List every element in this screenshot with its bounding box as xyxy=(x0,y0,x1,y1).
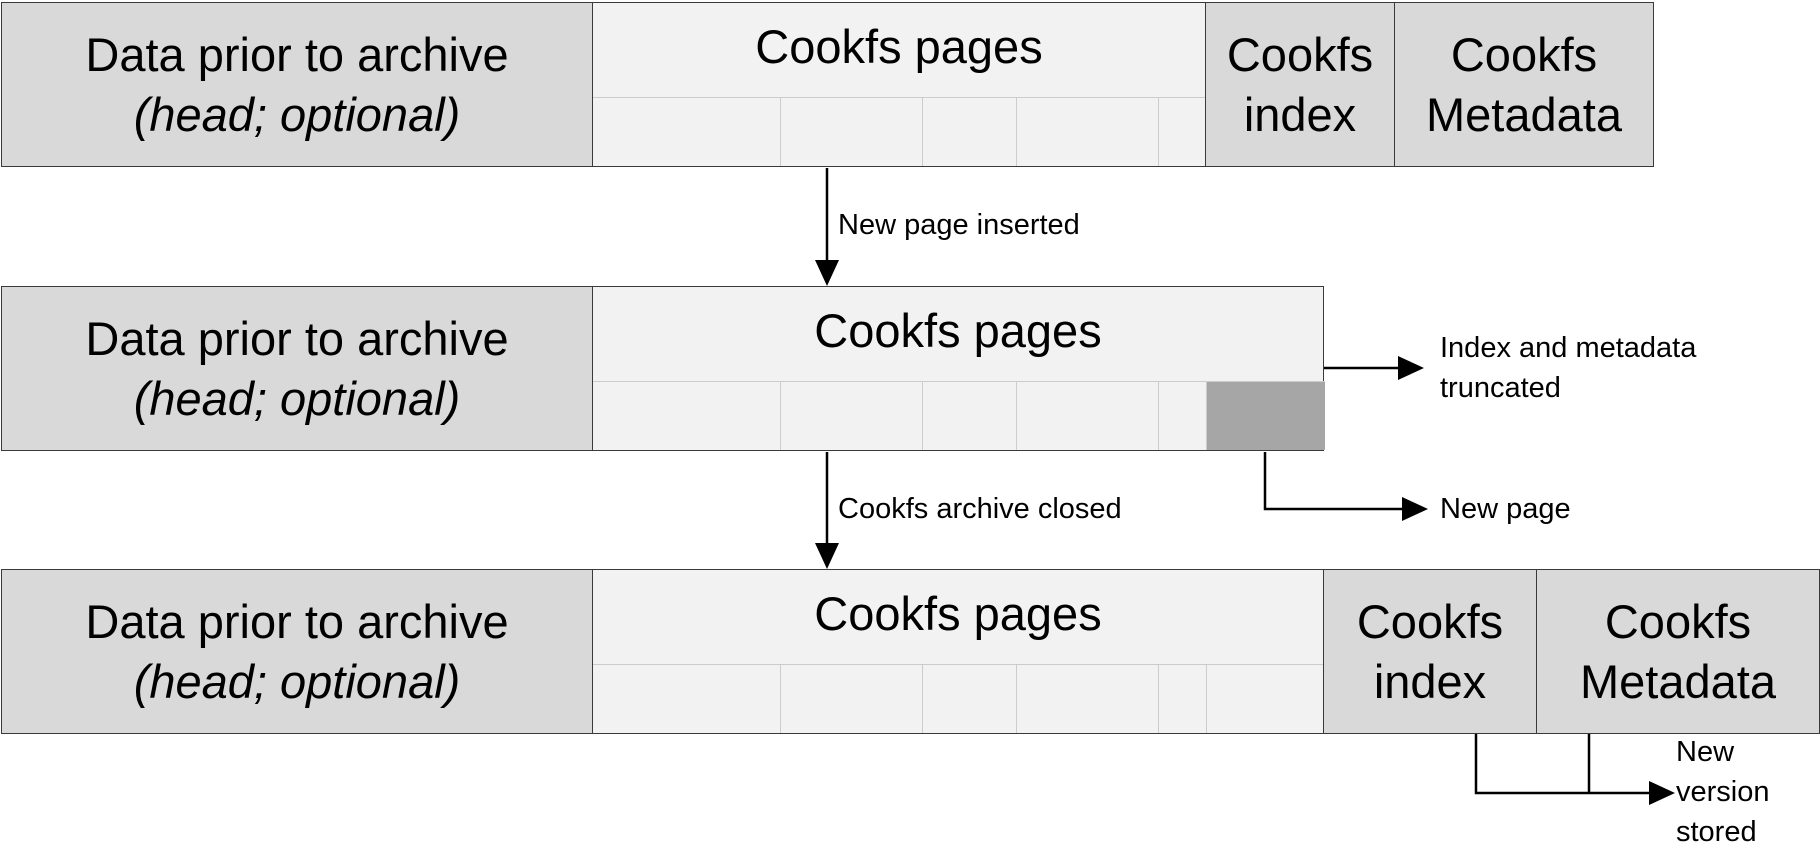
new-version-arrow xyxy=(1474,734,1675,805)
row2-head-title: Data prior to archive xyxy=(85,311,509,365)
truncated-label-line2: truncated xyxy=(1440,372,1561,404)
row2-head-subtitle: (head; optional) xyxy=(133,371,461,425)
row3-head-subtitle: (head; optional) xyxy=(133,654,461,708)
row3-page-cell xyxy=(1017,664,1159,733)
row2-pages-title: Cookfs pages xyxy=(814,304,1102,357)
row1-metadata-label-line1: Cookfs xyxy=(1450,27,1598,81)
row1-pages-block: Cookfs pages xyxy=(592,2,1207,167)
new-version-label-line3: stored xyxy=(1676,816,1757,848)
row2-page-cell xyxy=(1159,381,1207,450)
archive-closed-label: Cookfs archive closed xyxy=(838,493,1122,525)
row1-head-block: Data prior to archive (head; optional) xyxy=(1,2,593,167)
row3-head-title: Data prior to archive xyxy=(85,594,509,648)
row2-page-cell xyxy=(781,381,923,450)
row3-index-block: Cookfs index xyxy=(1323,569,1537,734)
row3-index-label-line1: Cookfs xyxy=(1356,594,1504,648)
truncated-arrow xyxy=(1324,356,1424,380)
row1-page-cell xyxy=(923,97,1017,166)
row3-metadata-label-line2: Metadata xyxy=(1580,654,1776,708)
row3-pages-title: Cookfs pages xyxy=(814,587,1102,640)
row1-page-cell xyxy=(593,97,781,166)
row1-index-label-line2: index xyxy=(1243,87,1357,141)
row3-page-cell xyxy=(1159,664,1207,733)
row1-metadata-block: Cookfs Metadata xyxy=(1394,2,1654,167)
row3-page-cell xyxy=(593,664,781,733)
truncated-label-line1: Index and metadata xyxy=(1440,332,1697,364)
row3-page-cell xyxy=(1207,664,1325,733)
row3-pages-block: Cookfs pages xyxy=(592,569,1325,734)
new-page-arrow xyxy=(1263,452,1428,521)
row1-head-title: Data prior to archive xyxy=(85,27,509,81)
row2-page-cell xyxy=(923,381,1017,450)
new-version-label-line1: New xyxy=(1676,736,1735,768)
row1-metadata-label-line2: Metadata xyxy=(1426,87,1622,141)
row2-new-page-cell xyxy=(1207,381,1325,450)
row1-page-cell xyxy=(1159,97,1207,166)
insert-arrow xyxy=(815,168,839,286)
row1-page-cell xyxy=(781,97,923,166)
truncated-label: Index and metadata truncated xyxy=(1440,328,1696,408)
row3-index-label-line2: index xyxy=(1373,654,1487,708)
new-version-label: New version stored xyxy=(1676,732,1770,852)
row3-head-block: Data prior to archive (head; optional) xyxy=(1,569,593,734)
row3-page-cell xyxy=(923,664,1017,733)
row2-pages-block: Cookfs pages xyxy=(592,286,1325,451)
row1-index-label-line1: Cookfs xyxy=(1226,27,1374,81)
row1-head-subtitle: (head; optional) xyxy=(133,87,461,141)
row2-head-block: Data prior to archive (head; optional) xyxy=(1,286,593,451)
row1-index-block: Cookfs index xyxy=(1205,2,1395,167)
row3-page-cell xyxy=(781,664,923,733)
row3-metadata-label-line1: Cookfs xyxy=(1604,594,1752,648)
row1-page-cell xyxy=(1017,97,1159,166)
row2-page-cell xyxy=(593,381,781,450)
close-arrow xyxy=(815,452,839,569)
row3-metadata-block: Cookfs Metadata xyxy=(1536,569,1820,734)
row2-page-cell xyxy=(1017,381,1159,450)
new-page-label: New page xyxy=(1440,493,1571,525)
new-version-label-line2: version xyxy=(1676,776,1770,808)
row1-pages-title: Cookfs pages xyxy=(755,20,1043,73)
new-page-inserted-label: New page inserted xyxy=(838,209,1080,241)
